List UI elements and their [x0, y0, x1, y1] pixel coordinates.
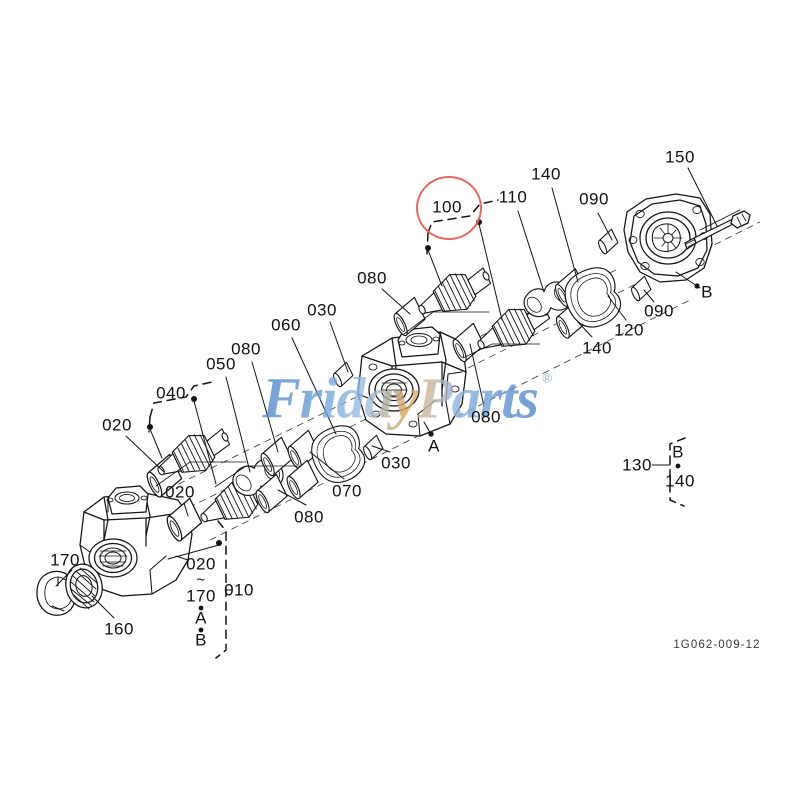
end-cover-right [623, 193, 713, 283]
bolt-150 [684, 209, 751, 250]
callout-A-center: A [428, 436, 440, 456]
callout-030-upper: 030 [307, 300, 337, 320]
diagram-id-label: 1G062-009-12 [673, 639, 761, 651]
callout-080-right: 080 [471, 407, 501, 427]
callout-030-bottom: 030 [381, 453, 411, 473]
bracket-010-line-170: 170 [186, 586, 216, 606]
pin-090-a [594, 228, 621, 256]
callout-100: 100 [432, 197, 462, 217]
group-bracket-130 [651, 437, 686, 507]
callout-080-bottom: 080 [294, 507, 324, 527]
callout-140-lower: 140 [582, 338, 612, 358]
bracket-010-line-A: A [195, 608, 207, 628]
gear-guides [155, 311, 541, 488]
bracket-130-line-140: 140 [665, 471, 695, 491]
pump-housing-left [79, 485, 193, 597]
callout-080-left: 080 [231, 339, 261, 359]
callout-040: 040 [156, 383, 186, 403]
callout-130: 130 [622, 455, 652, 475]
callout-120: 120 [614, 320, 644, 340]
bracket-010-line-B: B [195, 630, 207, 650]
pin-090-b [627, 275, 654, 303]
pump-body-center [357, 326, 467, 437]
group-bracket-040 [147, 381, 217, 485]
callout-010: 010 [224, 580, 254, 600]
callout-B-right: B [701, 282, 713, 302]
callout-150: 150 [665, 147, 695, 167]
callout-020-upper: 020 [102, 415, 132, 435]
callout-080-upper: 080 [357, 268, 387, 288]
callout-090-upper: 090 [579, 189, 609, 209]
callout-020-lower: 020 [165, 482, 195, 502]
pin-030-a [329, 361, 356, 389]
leader-lines [55, 167, 718, 619]
group-bracket-010 [167, 520, 233, 659]
callout-160: 160 [104, 619, 134, 639]
callout-170: 170 [50, 550, 80, 570]
callout-090-lower: 090 [644, 301, 674, 321]
callout-110: 110 [498, 187, 528, 207]
group-bracket-100 [425, 199, 503, 321]
callout-140-upper: 140 [531, 164, 561, 184]
bracket-010-line-020: 020 [186, 554, 216, 574]
bracket-130-line-B: B [672, 442, 684, 462]
callout-060: 060 [271, 315, 301, 335]
callout-050: 050 [206, 354, 236, 374]
bracket-010-range-tilde: ~ [196, 571, 206, 589]
callout-070: 070 [332, 481, 362, 501]
